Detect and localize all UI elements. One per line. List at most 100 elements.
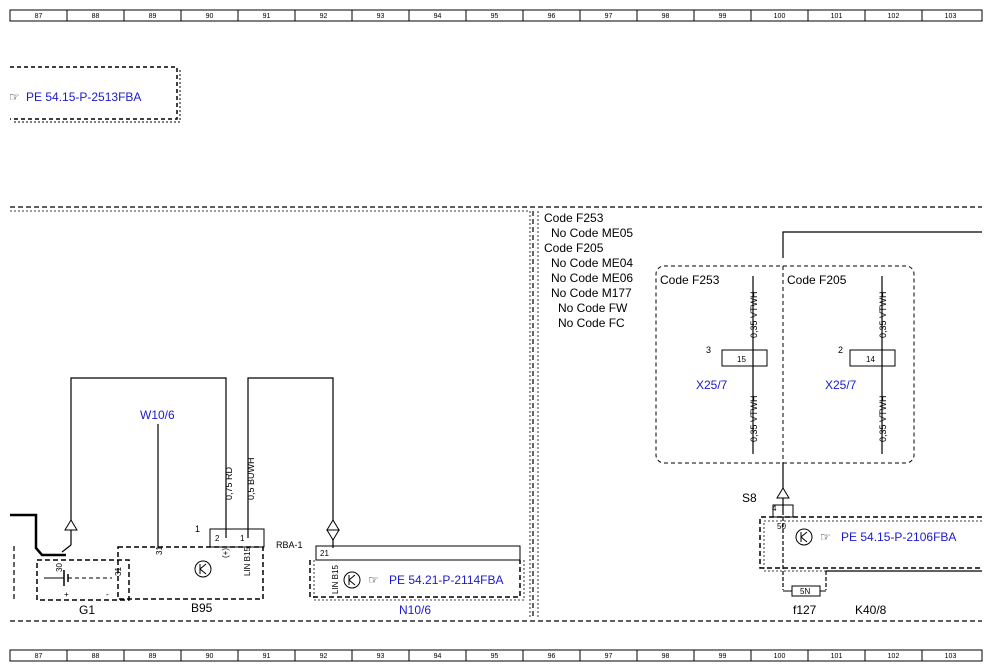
connector-x25-7-right-label[interactable]: X25/7 xyxy=(825,378,857,392)
hand-pointer-icon: ☞ xyxy=(9,90,20,104)
top-ruler-column-101: 101 xyxy=(831,13,843,20)
top-ruler-column-97: 97 xyxy=(605,13,613,20)
bottom-ruler-column-102: 102 xyxy=(888,653,900,660)
n10-6-reference-link[interactable]: PE 54.21-P-2114FBA xyxy=(389,573,504,587)
svg-text:2: 2 xyxy=(838,345,843,355)
bottom-ruler-column-90: 90 xyxy=(206,653,214,660)
top-ruler-column-90: 90 xyxy=(206,13,214,20)
svg-text:0,35 VTWH: 0,35 VTWH xyxy=(878,291,888,338)
top-ruler-column-94: 94 xyxy=(434,13,442,20)
component-n10-6-label[interactable]: N10/6 xyxy=(399,603,431,617)
top-left-reference-link[interactable]: PE 54.15-P-2513FBA xyxy=(26,90,141,104)
svg-text:5N: 5N xyxy=(800,587,810,596)
component-g1-box: + - 30 31 xyxy=(13,546,130,602)
code-condition-3: Code F205 xyxy=(544,241,604,255)
top-ruler-column-96: 96 xyxy=(548,13,556,20)
code-conditions-list: Code F253 No Code ME05 Code F205 No Code… xyxy=(544,211,633,330)
svg-text:2: 2 xyxy=(215,534,220,543)
code-condition-7: No Code FW xyxy=(558,301,628,315)
k40-8-reference-link[interactable]: PE 54.15-P-2106FBA xyxy=(841,530,956,544)
n10-arrow-up-icon xyxy=(326,519,340,531)
svg-text:0,35 VTWH: 0,35 VTWH xyxy=(878,395,888,442)
top-ruler-column-99: 99 xyxy=(719,13,727,20)
code-box-right-label: Code F205 xyxy=(787,273,847,287)
svg-text:1: 1 xyxy=(240,534,245,543)
svg-text:LIN B15: LIN B15 xyxy=(243,547,252,576)
top-ruler-column-89: 89 xyxy=(149,13,157,20)
code-condition-1: Code F253 xyxy=(544,211,604,225)
bottom-ruler-column-93: 93 xyxy=(377,653,385,660)
component-k40-8-label[interactable]: K40/8 xyxy=(855,603,887,617)
bottom-ruler-column-100: 100 xyxy=(774,653,786,660)
top-ruler-column-91: 91 xyxy=(263,13,271,20)
svg-text:0,35 VTWH: 0,35 VTWH xyxy=(749,291,759,338)
svg-text:30: 30 xyxy=(55,563,64,572)
wire-right-top xyxy=(782,231,982,258)
svg-text:-: - xyxy=(106,590,109,599)
bottom-ruler-column-98: 98 xyxy=(662,653,670,660)
connector-x25-7-right: 14 2 0,35 VTWH 0,35 VTWH xyxy=(838,276,896,454)
svg-text:LIN B15: LIN B15 xyxy=(331,565,340,594)
top-ruler-column-88: 88 xyxy=(92,13,100,20)
s8-label[interactable]: S8 xyxy=(742,491,757,505)
top-left-reference-box: ☞ PE 54.15-P-2513FBA xyxy=(9,66,181,123)
code-condition-2: No Code ME05 xyxy=(551,226,633,240)
bottom-ruler-column-88: 88 xyxy=(92,653,100,660)
top-ruler-column-102: 102 xyxy=(888,13,900,20)
bottom-ruler-column-87: 87 xyxy=(35,653,43,660)
component-g1-label[interactable]: G1 xyxy=(79,603,95,617)
component-n10-6-box: 21 LIN B15 ☞ PE 54.21-P-2114FBA xyxy=(309,545,525,601)
component-k40-8-box: 4 50 ☞ PE 54.15-P-2106FBA 5N xyxy=(759,504,982,597)
s8-arrow-icon xyxy=(776,487,790,499)
wire-rd xyxy=(70,377,227,545)
top-ruler-column-92: 92 xyxy=(320,13,328,20)
code-condition-4: No Code ME04 xyxy=(551,256,633,270)
component-b95-box: 1 2 1 (+) LIN B15 31 xyxy=(117,524,265,600)
transistor-icon xyxy=(194,560,212,578)
svg-text:21: 21 xyxy=(320,549,329,558)
top-ruler-column-93: 93 xyxy=(377,13,385,20)
n10-arrow-down-icon xyxy=(326,529,340,541)
g1-arrow-icon xyxy=(64,519,78,531)
wire-label-rd: 0,75 RD xyxy=(224,466,234,500)
bottom-ruler-column-96: 96 xyxy=(548,653,556,660)
wire-label-buwh: 0,5 BUWH xyxy=(246,457,256,500)
svg-text:0,35 VTWH: 0,35 VTWH xyxy=(749,395,759,442)
bottom-ruler-column-97: 97 xyxy=(605,653,613,660)
connector-x25-7-left-label[interactable]: X25/7 xyxy=(696,378,728,392)
svg-text:+: + xyxy=(64,590,69,599)
k40-transistor-icon xyxy=(795,528,813,546)
bottom-ruler-column-103: 103 xyxy=(945,653,957,660)
code-condition-5: No Code ME06 xyxy=(551,271,633,285)
n10-transistor-icon xyxy=(343,571,361,589)
bottom-ruler-column-99: 99 xyxy=(719,653,727,660)
fuse-f127-label[interactable]: f127 xyxy=(793,603,817,617)
connector-x25-7-left: 15 3 0,35 VTWH 0,35 VTWH xyxy=(706,276,768,454)
component-b95-label[interactable]: B95 xyxy=(191,601,213,615)
svg-text:4: 4 xyxy=(772,504,777,513)
top-ruler-column-100: 100 xyxy=(774,13,786,20)
svg-text:(+): (+) xyxy=(221,548,230,558)
bottom-ruler-column-89: 89 xyxy=(149,653,157,660)
ground-wire xyxy=(10,513,66,557)
bottom-ruler-column-101: 101 xyxy=(831,653,843,660)
code-condition-8: No Code FC xyxy=(558,316,625,330)
n10-rba-label: RBA-1 xyxy=(276,540,303,550)
svg-text:15: 15 xyxy=(737,355,746,364)
component-w10-6[interactable]: W10/6 xyxy=(140,408,175,422)
hand-pointer-icon: ☞ xyxy=(368,573,379,587)
code-condition-6: No Code M177 xyxy=(551,286,632,300)
top-ruler-column-103: 103 xyxy=(945,13,957,20)
bottom-ruler-column-94: 94 xyxy=(434,653,442,660)
svg-text:1: 1 xyxy=(195,524,200,534)
svg-text:3: 3 xyxy=(706,345,711,355)
svg-text:14: 14 xyxy=(866,355,875,364)
code-box-left-label: Code F253 xyxy=(660,273,720,287)
hand-pointer-icon: ☞ xyxy=(820,530,831,544)
svg-text:31: 31 xyxy=(155,546,164,555)
svg-text:50: 50 xyxy=(777,522,786,531)
wire-buwh xyxy=(247,377,334,548)
